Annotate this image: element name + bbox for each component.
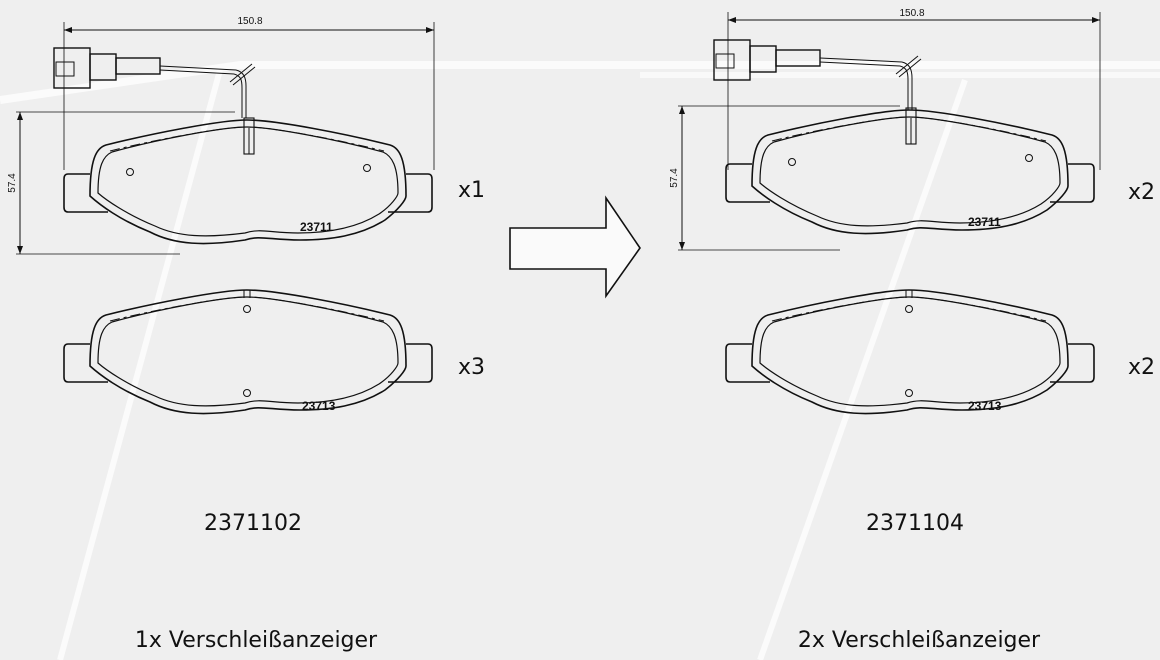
right-pad-with-sensor: 23711 [725,107,1095,235]
left-width-dimension: 150.8 [63,16,435,170]
right-part-number: 2371104 [866,511,964,536]
right-pad-qty-2: x2 [1128,355,1155,380]
right-width-dimension: 150.8 [727,8,1101,170]
left-wear-indicator-text: 1x Verschleißanzeiger [135,628,378,653]
left-pad-code-1: 23711 [300,220,333,234]
right-pad-code-1: 23711 [968,215,1001,229]
right-pad-plain: 23713 [725,289,1095,415]
sensor-plug-icon [53,47,91,89]
right-height-dimension: 57.4 [669,105,900,251]
right-panel: 150.8 57.4 [669,8,1155,653]
left-height-label: 57.4 [7,173,18,193]
left-width-label: 150.8 [237,16,262,27]
background-watermark [0,61,1160,660]
right-width-label: 150.8 [899,8,924,19]
left-height-dimension: 57.4 [7,111,235,255]
left-pad-plain: 23713 [63,289,433,415]
left-pad-with-sensor: 23711 [63,117,433,245]
right-height-label: 57.4 [669,168,680,188]
right-arrow-outline-icon [509,195,641,299]
left-pad-qty-1: x1 [458,178,485,203]
right-pad-qty-1: x2 [1128,180,1155,205]
left-pad-qty-2: x3 [458,355,485,380]
left-panel: 150.8 57.4 [7,16,485,653]
left-pad-code-2: 23713 [302,399,336,413]
right-wear-indicator-text: 2x Verschleißanzeiger [798,628,1041,653]
right-wear-sensor [713,39,922,110]
left-wear-sensor [53,47,256,118]
right-pad-code-2: 23713 [968,399,1002,413]
left-part-number: 2371102 [204,511,302,536]
